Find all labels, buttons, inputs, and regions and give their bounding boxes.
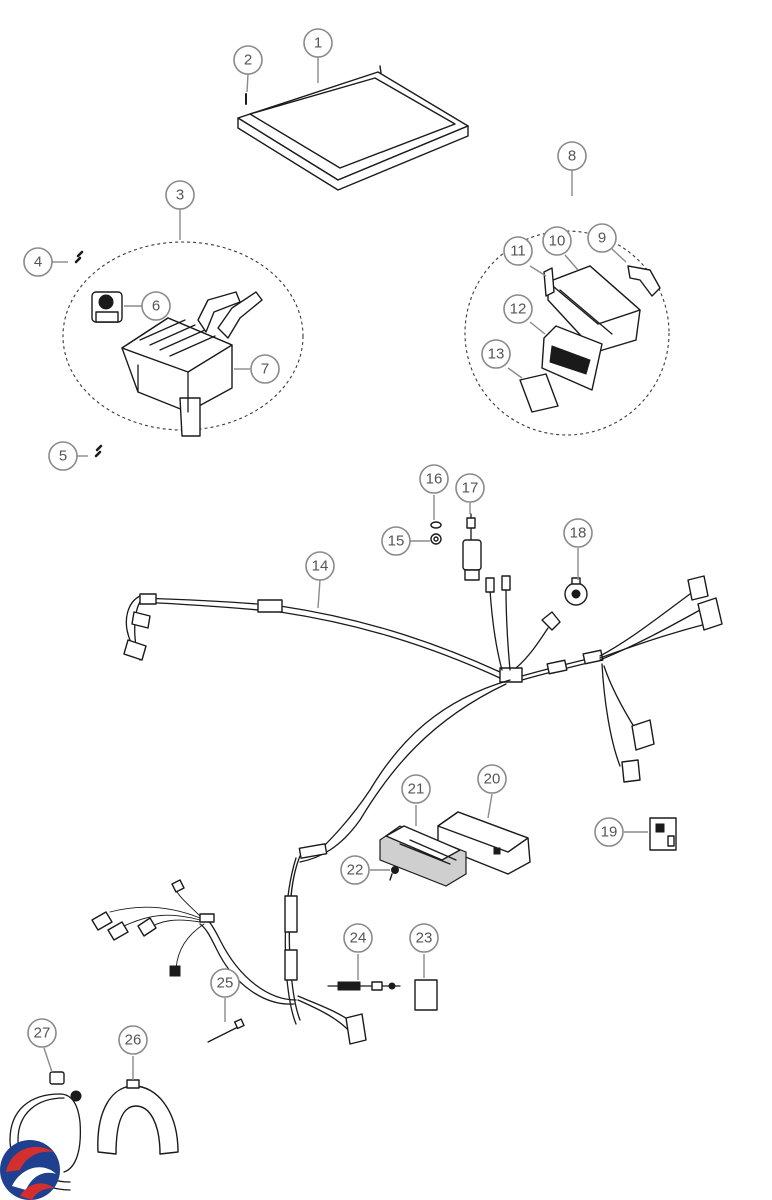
callout-25: 25 bbox=[210, 968, 240, 998]
part-19-door-lock[interactable] bbox=[649, 817, 677, 851]
svg-text:6: 6 bbox=[152, 298, 160, 315]
svg-text:4: 4 bbox=[34, 254, 42, 271]
callout-21: 21 bbox=[401, 774, 431, 804]
callout-1: 1 bbox=[303, 28, 333, 58]
svg-text:18: 18 bbox=[570, 525, 587, 542]
svg-text:9: 9 bbox=[598, 230, 606, 247]
part-18-pressure-switch[interactable] bbox=[564, 577, 588, 606]
part-23-sticker[interactable] bbox=[414, 979, 438, 1011]
callout-11: 11 bbox=[503, 236, 533, 266]
callout-14: 14 bbox=[305, 551, 335, 581]
svg-text:8: 8 bbox=[568, 148, 576, 165]
part-9-cover-clip[interactable] bbox=[627, 265, 661, 297]
callout-18: 18 bbox=[563, 518, 593, 548]
callout-12: 12 bbox=[503, 294, 533, 324]
callout-24: 24 bbox=[343, 923, 373, 953]
svg-text:5: 5 bbox=[59, 448, 67, 465]
part-12-display-panel[interactable] bbox=[541, 325, 603, 391]
svg-text:13: 13 bbox=[488, 346, 505, 363]
callout-15: 15 bbox=[381, 526, 411, 556]
svg-text:16: 16 bbox=[426, 471, 443, 488]
callout-9: 9 bbox=[587, 223, 617, 253]
callout-leaders bbox=[43, 57, 648, 1080]
svg-text:23: 23 bbox=[416, 930, 433, 947]
svg-text:12: 12 bbox=[510, 301, 527, 318]
svg-text:3: 3 bbox=[176, 187, 184, 204]
callout-16: 16 bbox=[419, 464, 449, 494]
svg-text:19: 19 bbox=[601, 824, 618, 841]
callout-5: 5 bbox=[48, 441, 78, 471]
svg-text:17: 17 bbox=[462, 480, 479, 497]
callout-23: 23 bbox=[409, 923, 439, 953]
svg-text:10: 10 bbox=[549, 233, 566, 250]
brand-swirl-logo bbox=[0, 1140, 60, 1200]
svg-text:22: 22 bbox=[347, 862, 364, 879]
part-11-bracket[interactable] bbox=[543, 267, 555, 297]
svg-text:14: 14 bbox=[312, 558, 329, 575]
part-15-nut[interactable] bbox=[430, 533, 442, 545]
callout-7: 7 bbox=[250, 354, 280, 384]
svg-text:21: 21 bbox=[408, 781, 425, 798]
part-27-inlet-hose[interactable] bbox=[9, 1071, 82, 1191]
callout-13: 13 bbox=[481, 339, 511, 369]
svg-text:15: 15 bbox=[388, 533, 405, 550]
part-26-hose-bracket[interactable] bbox=[97, 1079, 179, 1155]
svg-text:2: 2 bbox=[244, 52, 252, 69]
callout-26: 26 bbox=[118, 1025, 148, 1055]
callout-10: 10 bbox=[542, 226, 572, 256]
svg-text:26: 26 bbox=[125, 1032, 142, 1049]
callout-3: 3 bbox=[165, 180, 195, 210]
part-21-module[interactable] bbox=[379, 825, 467, 887]
svg-text:24: 24 bbox=[350, 930, 367, 947]
part-1-top-panel[interactable] bbox=[237, 65, 469, 191]
callout-2: 2 bbox=[233, 45, 263, 75]
part-13-label[interactable] bbox=[519, 373, 559, 413]
svg-text:1: 1 bbox=[314, 35, 322, 52]
callout-8: 8 bbox=[557, 141, 587, 171]
group-8-outline bbox=[464, 230, 670, 436]
part-20-cover[interactable] bbox=[437, 811, 531, 875]
part-16-washer[interactable] bbox=[430, 521, 442, 529]
callout-22: 22 bbox=[340, 855, 370, 885]
part-25-cable-tie[interactable] bbox=[207, 1018, 245, 1043]
part-4-screws[interactable] bbox=[74, 250, 84, 264]
part-17-sensor[interactable] bbox=[462, 513, 482, 581]
svg-text:11: 11 bbox=[510, 243, 526, 260]
callout-17: 17 bbox=[455, 473, 485, 503]
part-6-valve[interactable] bbox=[91, 291, 123, 323]
callout-19: 19 bbox=[594, 817, 624, 847]
svg-text:7: 7 bbox=[261, 361, 269, 378]
part-10-control-board[interactable] bbox=[547, 265, 641, 353]
part-14-wiring-harness[interactable] bbox=[91, 575, 723, 1045]
part-5-screws[interactable] bbox=[94, 444, 103, 458]
callout-6: 6 bbox=[141, 291, 171, 321]
svg-text:25: 25 bbox=[217, 975, 234, 992]
callout-4: 4 bbox=[23, 247, 53, 277]
callout-27: 27 bbox=[27, 1018, 57, 1048]
svg-text:27: 27 bbox=[34, 1025, 51, 1042]
part-22-screw[interactable] bbox=[389, 866, 399, 881]
part-7-dispenser-housing[interactable] bbox=[121, 291, 263, 437]
callout-20: 20 bbox=[477, 764, 507, 794]
svg-text:20: 20 bbox=[484, 771, 501, 788]
part-24-heater-element[interactable] bbox=[327, 981, 401, 991]
